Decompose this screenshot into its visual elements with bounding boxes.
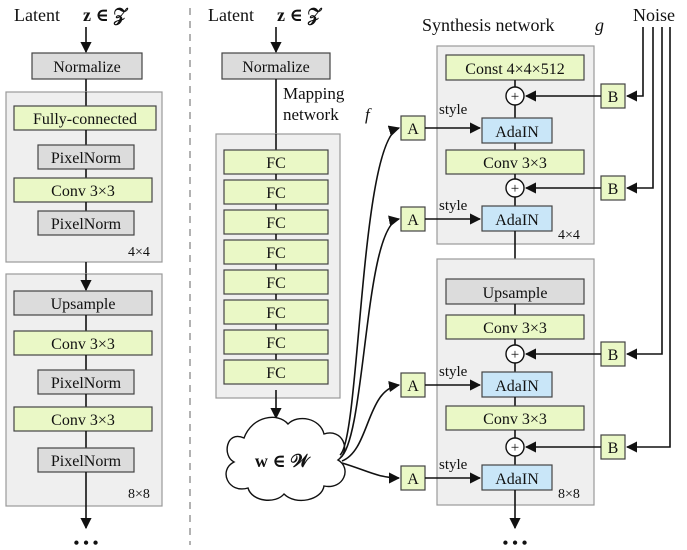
left-b2-item-1: Conv 3×3 bbox=[51, 336, 115, 353]
fc-layer-box bbox=[223, 209, 329, 235]
mapping-title-symbol: f bbox=[365, 105, 372, 124]
left-b1-item-2: Conv 3×3 bbox=[51, 183, 115, 200]
left-res-8x8: 8×8 bbox=[128, 487, 150, 502]
left-b1-item-1: PixelNorm bbox=[51, 150, 122, 167]
mapping-normalize-box bbox=[221, 52, 331, 80]
adain-label-2: AdaIN bbox=[495, 212, 539, 229]
left-upsample-box bbox=[13, 290, 153, 316]
fc-layer-box bbox=[223, 149, 329, 175]
adain-box bbox=[481, 371, 553, 398]
mapping-latent-symbol: z ∈ 𝒵 bbox=[277, 5, 322, 26]
conv-label-2: Conv 3×3 bbox=[483, 320, 547, 337]
left-b2-item-4: PixelNorm bbox=[51, 453, 122, 470]
noise-scale-b-box bbox=[600, 341, 626, 367]
left-conv-box bbox=[13, 330, 153, 356]
noise-b-label-4: B bbox=[608, 440, 619, 457]
fc-layer-label: FC bbox=[266, 365, 286, 382]
left-normalize-box bbox=[31, 52, 143, 80]
adain-box bbox=[481, 464, 553, 491]
left-normalize-label: Normalize bbox=[53, 59, 121, 76]
left-conv-box bbox=[13, 177, 153, 203]
noise-b-label-2: B bbox=[608, 181, 619, 198]
left-b2-item-0: Upsample bbox=[51, 296, 116, 313]
noise-scale-b-box bbox=[600, 83, 626, 109]
affine-a-box bbox=[400, 115, 426, 141]
fc-layer-label: FC bbox=[266, 245, 286, 262]
style-label-1: style bbox=[439, 102, 468, 118]
style-label-4: style bbox=[439, 457, 468, 473]
mapping-normalize-label: Normalize bbox=[242, 59, 310, 76]
fc-layer-box bbox=[223, 359, 329, 385]
upsample-box bbox=[445, 278, 585, 305]
fc-layer-label: FC bbox=[266, 305, 286, 322]
left-b1-item-3: PixelNorm bbox=[51, 216, 122, 233]
left-b2-item-3: Conv 3×3 bbox=[51, 412, 115, 429]
left-ellipsis: • • • bbox=[74, 535, 99, 550]
const-input-label: Const 4×4×512 bbox=[465, 61, 564, 78]
mapping-title-line2: network bbox=[283, 105, 339, 124]
conv-box bbox=[445, 405, 585, 431]
mapping-title-line1: Mapping bbox=[283, 84, 345, 103]
affine-a-box bbox=[400, 372, 426, 398]
w-latent-label: w ∈ 𝒲 bbox=[255, 451, 311, 471]
left-b1-item-0: Fully-connected bbox=[33, 111, 137, 128]
affine-a-label-3: A bbox=[407, 378, 419, 395]
affine-a-label-4: A bbox=[407, 471, 419, 488]
upsample-label: Upsample bbox=[483, 285, 548, 302]
style-label-3: style bbox=[439, 364, 468, 380]
left-pixelnorm-box bbox=[37, 210, 135, 236]
adain-label-3: AdaIN bbox=[495, 378, 539, 395]
conv-label-3: Conv 3×3 bbox=[483, 411, 547, 428]
synthesis-res-4x4: 4×4 bbox=[558, 228, 580, 243]
noise-add-3-label: + bbox=[511, 347, 519, 363]
noise-add-4-label: + bbox=[511, 440, 519, 456]
synthesis-title: Synthesis network bbox=[422, 15, 555, 35]
style-label-2: style bbox=[439, 198, 468, 214]
adain-box bbox=[481, 205, 553, 232]
w-latent-cloud bbox=[225, 416, 346, 502]
noise-label: Noise bbox=[633, 5, 675, 25]
fc-stack: FC FC FC FC FC FC FC FC bbox=[223, 149, 329, 385]
fc-layer-label: FC bbox=[266, 185, 286, 202]
affine-a-label-1: A bbox=[407, 121, 419, 138]
noise-add-1-label: + bbox=[511, 89, 519, 105]
left-res-4x4: 4×4 bbox=[128, 245, 150, 260]
left-latent-label: Latent bbox=[14, 5, 60, 25]
left-pixelnorm-box bbox=[37, 369, 135, 395]
fc-layer-box bbox=[223, 269, 329, 295]
fc-layer-box bbox=[223, 179, 329, 205]
conv-label-1: Conv 3×3 bbox=[483, 155, 547, 172]
synthesis-title-symbol: g bbox=[595, 15, 604, 35]
adain-box bbox=[481, 117, 553, 144]
traditional-generator: Latent z ∈ 𝒵 Normalize Fully-connected P… bbox=[5, 5, 163, 550]
fc-layer-label: FC bbox=[266, 155, 286, 172]
fc-layer-label: FC bbox=[266, 215, 286, 232]
noise-b-label-3: B bbox=[608, 347, 619, 364]
affine-a-box bbox=[400, 206, 426, 232]
mapping-network: Latent z ∈ 𝒵 Normalize Mapping network f… bbox=[208, 5, 372, 502]
adain-label-4: AdaIN bbox=[495, 471, 539, 488]
left-latent-symbol: z ∈ 𝒵 bbox=[83, 5, 128, 26]
left-b2-item-2: PixelNorm bbox=[51, 375, 122, 392]
fc-layer-label: FC bbox=[266, 335, 286, 352]
mapping-latent-label: Latent bbox=[208, 5, 254, 25]
adain-label-1: AdaIN bbox=[495, 124, 539, 141]
left-pixelnorm-box bbox=[37, 447, 135, 473]
fc-layer-box bbox=[223, 299, 329, 325]
noise-scale-b-box bbox=[600, 175, 626, 201]
left-conv-box bbox=[13, 406, 153, 432]
fc-layer-label: FC bbox=[266, 275, 286, 292]
left-fully-connected-box bbox=[13, 105, 157, 131]
synthesis-network: Synthesis network g Noise Const 4×4×512 … bbox=[339, 5, 675, 550]
affine-a-label-2: A bbox=[407, 212, 419, 229]
noise-b-label-1: B bbox=[608, 89, 619, 106]
synthesis-res-8x8: 8×8 bbox=[558, 487, 580, 502]
synthesis-ellipsis: • • • bbox=[503, 535, 528, 550]
noise-add-2-label: + bbox=[511, 181, 519, 197]
